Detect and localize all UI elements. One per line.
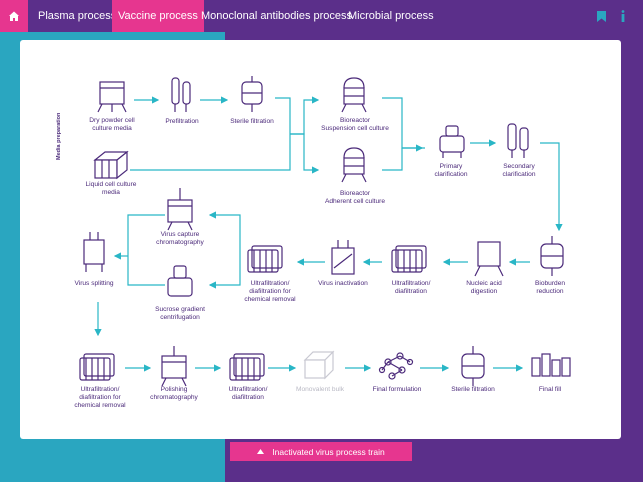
flow-line — [382, 148, 403, 171]
tab-monoclonal-antibodies-process[interactable]: Monoclonal antibodies process — [201, 10, 353, 22]
label-uf-df-2: Ultrafiltration/ diafiltration — [228, 386, 268, 401]
label-prefiltration: Prefiltration — [165, 118, 199, 125]
label-nucleic-acid-digestion: Nucleic acid digestion — [466, 280, 502, 295]
liquid-media-crate-icon — [93, 150, 129, 180]
label-sterile-filtration-1: Sterile filtration — [230, 118, 274, 125]
polishing-chromatography-icon — [161, 346, 187, 387]
virus-inactivation-tank-icon — [331, 240, 355, 275]
flow-arrow — [208, 211, 241, 262]
bookmark-button[interactable] — [592, 0, 610, 32]
label-bioburden-reduction: Bioburden reduction — [534, 280, 566, 295]
label-dry-powder: Dry powder cell culture media — [89, 117, 135, 132]
label-liquid-media: Liquid cell culture media — [85, 181, 137, 196]
depth-filter-icon — [507, 123, 529, 158]
process-train-button[interactable]: Inactivated virus process train — [230, 442, 412, 461]
process-diagram-card: Media preparation Dry powder cell cultur… — [20, 40, 621, 439]
tab-microbial-process[interactable]: Microbial process — [348, 10, 434, 22]
bookmark-icon — [596, 10, 606, 22]
tab-plasma-process[interactable]: Plasma process — [38, 10, 117, 22]
tab-vaccine-process[interactable]: Vaccine process — [112, 0, 204, 32]
home-icon — [9, 11, 19, 21]
top-nav-bar: Plasma process Vaccine process Monoclona… — [0, 0, 643, 32]
chromatography-column-icon — [167, 188, 193, 231]
info-icon — [621, 10, 625, 22]
label-monovalent-bulk: Monovalent bulk — [295, 386, 345, 393]
ultrafiltration-icon — [391, 245, 427, 273]
vials-icon — [531, 353, 571, 377]
virus-splitting-tank-icon — [83, 232, 105, 272]
label-uf-df-chem-1: Ultrafiltration/ diafiltration for chemi… — [244, 280, 296, 303]
prefilter-icon — [171, 77, 191, 112]
caret-up-icon — [257, 449, 265, 454]
media-preparation-label: Media preparation — [56, 112, 62, 160]
label-sucrose-gradient: Sucrose gradient centrifugation — [155, 306, 205, 321]
label-sterile-filtration-2: Sterile filtration — [451, 386, 495, 393]
flow-arrow — [540, 142, 563, 232]
ultrafiltration-icon — [229, 353, 265, 381]
ultrafiltration-icon — [247, 245, 283, 273]
flow-arrow — [290, 133, 320, 174]
process-train-label: Inactivated virus process train — [272, 446, 385, 457]
bioburden-filter-icon — [540, 236, 564, 276]
label-virus-splitting: Virus splitting — [74, 280, 114, 287]
digestion-tank-icon — [474, 241, 504, 277]
monovalent-bulk-icon — [303, 350, 335, 380]
label-uf-df-chem-2: Ultrafiltration/ diafiltration for chemi… — [74, 386, 126, 409]
label-bioreactor-suspension: Bioreactor Suspension cell culture — [321, 117, 389, 132]
sterile-filter-icon — [241, 76, 263, 112]
process-flow-svg — [79, 76, 571, 387]
ultracentrifuge-icon — [167, 265, 193, 297]
bioreactor-adherent-icon — [341, 147, 367, 183]
flow-line — [127, 214, 165, 240]
flow-line — [130, 97, 291, 171]
label-final-formulation: Final formulation — [372, 386, 422, 393]
bioreactor-suspension-icon — [341, 77, 367, 113]
centrifuge-icon — [439, 125, 465, 158]
sterile-filter-icon — [461, 346, 485, 386]
home-button[interactable] — [0, 0, 28, 32]
label-uf-df-1: Ultrafiltration/ diafiltration — [391, 280, 431, 295]
formulation-molecule-icon — [378, 352, 414, 380]
flow-arrow — [208, 262, 241, 289]
info-button[interactable] — [614, 0, 632, 32]
label-secondary-clarification: Secondary clarification — [502, 163, 536, 178]
label-final-fill: Final fill — [538, 386, 562, 393]
label-primary-clarification: Primary clarification — [434, 163, 468, 178]
dry-powder-tank-icon — [97, 81, 127, 113]
ultrafiltration-icon — [79, 353, 115, 381]
label-virus-capture: Virus capture chromatography — [156, 231, 204, 246]
label-bioreactor-adherent: Bioreactor Adherent cell culture — [324, 190, 386, 205]
label-virus-inactivation: Virus inactivation — [318, 280, 368, 287]
label-polishing: Polishing chromatography — [150, 386, 198, 401]
flow-line — [127, 240, 165, 286]
